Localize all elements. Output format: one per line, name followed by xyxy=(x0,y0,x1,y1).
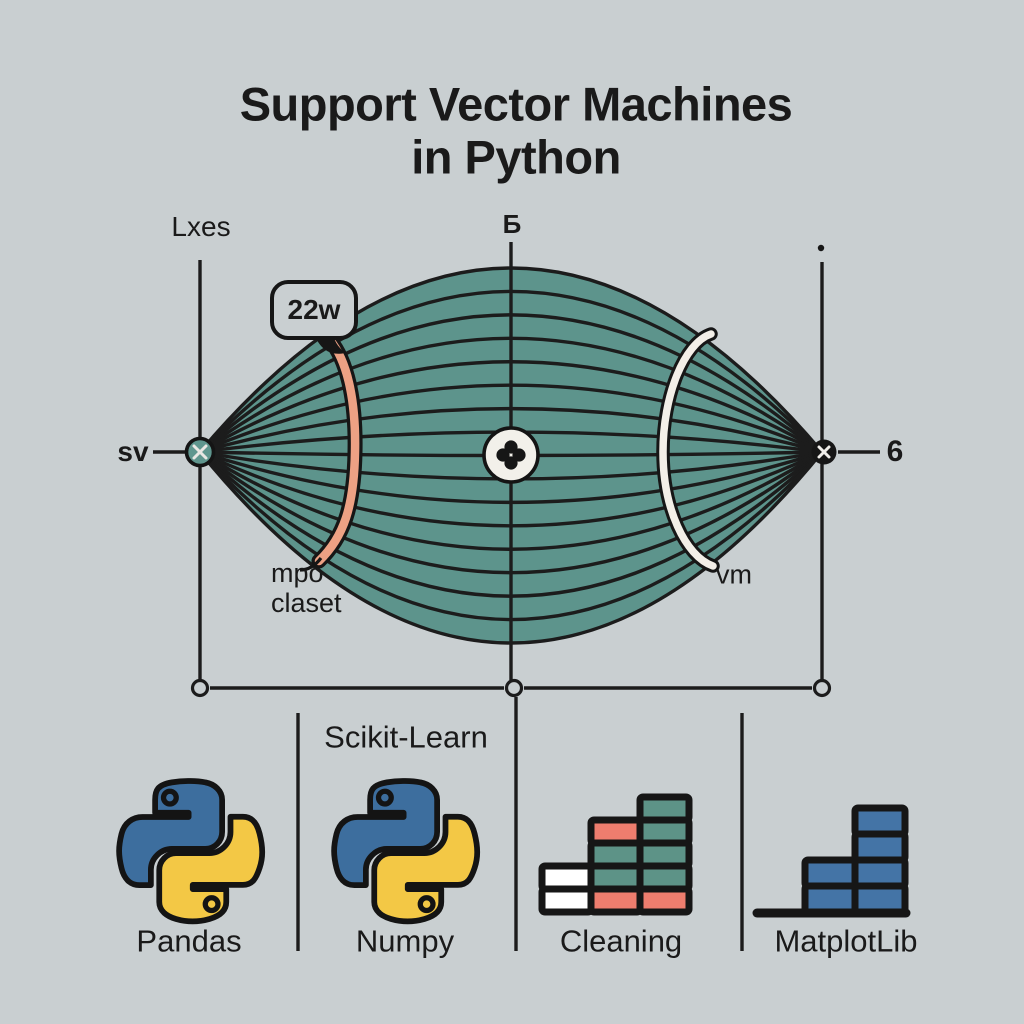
cleaning-cell xyxy=(636,885,693,916)
callout-label: 22w xyxy=(287,294,341,325)
page-title-line2: in Python xyxy=(411,130,621,184)
bar-chart-icon xyxy=(752,804,911,918)
center-clover-icon xyxy=(482,426,540,484)
page-title-line1: Support Vector Machines xyxy=(239,77,793,131)
matplotlib-cell xyxy=(801,856,859,890)
matplotlib-cell xyxy=(851,830,909,864)
support-vector-label: sv xyxy=(117,436,149,467)
baseline-ring-center xyxy=(504,678,524,698)
right-value-label: 6 xyxy=(886,435,904,468)
cleaning-cell xyxy=(538,885,595,916)
right-margin-band xyxy=(659,330,717,570)
baseline-ring-right xyxy=(812,678,832,698)
numpy-python-logo xyxy=(331,778,481,925)
footer-caption: Scikit-Learn xyxy=(324,719,488,755)
left-margin-pointer xyxy=(299,557,323,572)
footer-item-pandas-label: Pandas xyxy=(136,923,242,959)
matplotlib-cell xyxy=(851,856,909,890)
stacked-bars-icon xyxy=(538,793,693,916)
pandas-python-logo xyxy=(116,778,266,925)
left-node-x-icon xyxy=(192,444,208,460)
left-margin-band xyxy=(314,335,360,566)
matplotlib-cell xyxy=(851,882,909,916)
cleaning-cell xyxy=(587,885,644,916)
right-node-x-icon xyxy=(817,445,831,459)
footer-item-numpy-label: Numpy xyxy=(355,923,455,959)
matplotlib-cell xyxy=(801,882,859,916)
left-margin-label: mpo claset xyxy=(271,558,342,618)
right-axis-dot xyxy=(817,244,825,252)
right-margin-label: vm xyxy=(716,559,752,590)
left-axis-label: Lxes xyxy=(171,211,231,242)
left-margin-label-line2: claset xyxy=(271,588,342,618)
footer-item-matplotlib-label: MatplotLib xyxy=(774,923,918,959)
callout-bubble xyxy=(270,280,358,340)
baseline-ring-left xyxy=(190,678,210,698)
top-axis-label: Б xyxy=(502,209,522,239)
footer-item-cleaning-label: Cleaning xyxy=(559,923,683,959)
left-margin-label-line1: mpo xyxy=(271,558,324,588)
matplotlib-cell xyxy=(851,804,909,838)
